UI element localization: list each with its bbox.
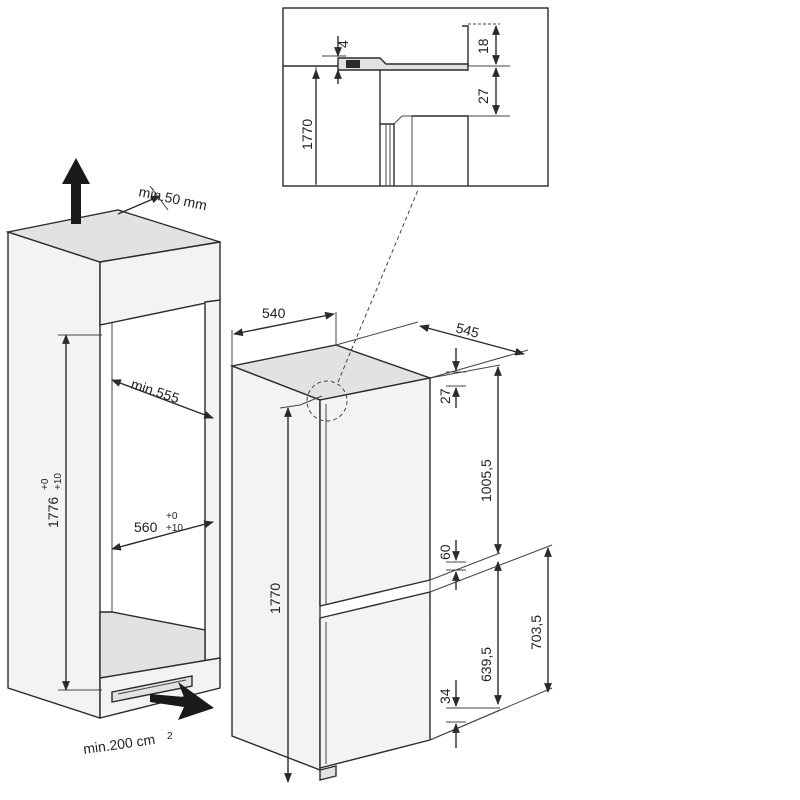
appliance-width-dimension: 540: [231, 305, 337, 366]
niche-cabinet: [5, 209, 221, 719]
bottom-airflow-arrow: [150, 682, 214, 720]
appliance-depth-label: 545: [454, 319, 481, 341]
detail-label-1770: 1770: [299, 119, 315, 150]
niche-height-dimension: 1776 +0 +10: [40, 334, 102, 691]
bottom-vent-sup: 2: [167, 731, 173, 742]
niche-height-tol-lower: +10: [53, 473, 64, 490]
niche-width-dimension: 560 +0 +10: [111, 511, 214, 551]
niche-width-label: 560: [134, 519, 158, 535]
detail-inset: 4 1770 18 27: [282, 7, 549, 187]
niche-height-tol-upper: +0: [40, 478, 51, 490]
upper-door-label: 1005,5: [478, 459, 494, 502]
niche-height-label: 1776: [45, 497, 61, 528]
lower-total-label: 703,5: [528, 615, 544, 650]
detail-label-18: 18: [475, 38, 491, 54]
appliance-height-dimension: 1770: [267, 404, 301, 783]
detail-label-27: 27: [475, 88, 491, 104]
detail-label-4: 4: [335, 40, 351, 48]
bottom-gap-label: 34: [437, 688, 453, 704]
door-dimension-chain: 27 1005,5 60 639,5 703,5 34: [429, 348, 553, 748]
fridge-appliance: [229, 344, 433, 781]
middle-gap-label: 60: [437, 544, 453, 560]
detail-callout: [306, 189, 419, 422]
bottom-vent-dimension: min.200 cm 2: [82, 731, 173, 757]
top-vent-dimension: min.50 mm: [117, 183, 208, 215]
bottom-vent-label: min.200 cm: [82, 731, 156, 757]
top-vent-label: min.50 mm: [137, 183, 208, 213]
appliance-width-label: 540: [262, 305, 286, 321]
top-airflow-arrow: [62, 158, 90, 224]
appliance-height-label: 1770: [267, 583, 283, 614]
niche-depth-dimension: min.555: [111, 376, 214, 419]
lower-door-label: 639,5: [478, 647, 494, 682]
niche-width-tol-upper: +0: [166, 511, 178, 522]
appliance-depth-dimension: 545: [335, 319, 529, 379]
top-gap-label: 27: [437, 388, 453, 404]
niche-width-tol-lower: +10: [166, 523, 183, 534]
niche-depth-label: min.555: [129, 376, 182, 407]
